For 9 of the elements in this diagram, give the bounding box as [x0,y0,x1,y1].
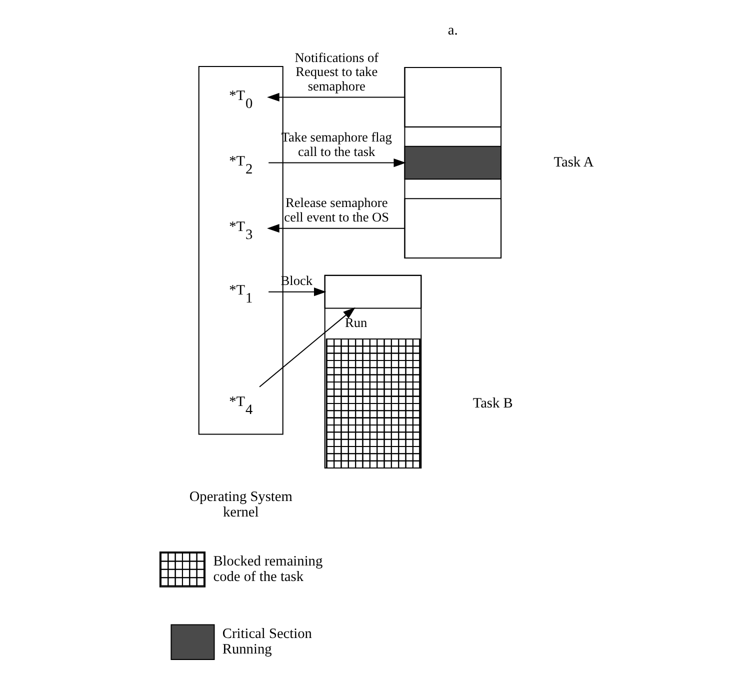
node-label: Operating System kernel [189,488,292,520]
edge-label: Run [345,315,368,330]
label: a. [448,22,458,38]
legend-label: Critical Section Running [222,626,312,658]
node-label: Task B [472,395,513,412]
edge-label: Release semaphore cell event to the OS [284,195,390,225]
legend-label: Blocked remaining code of the task [213,554,323,585]
edge-label: Notifications of Request to take semaphore [294,50,379,94]
node-label: Task A [554,154,594,171]
